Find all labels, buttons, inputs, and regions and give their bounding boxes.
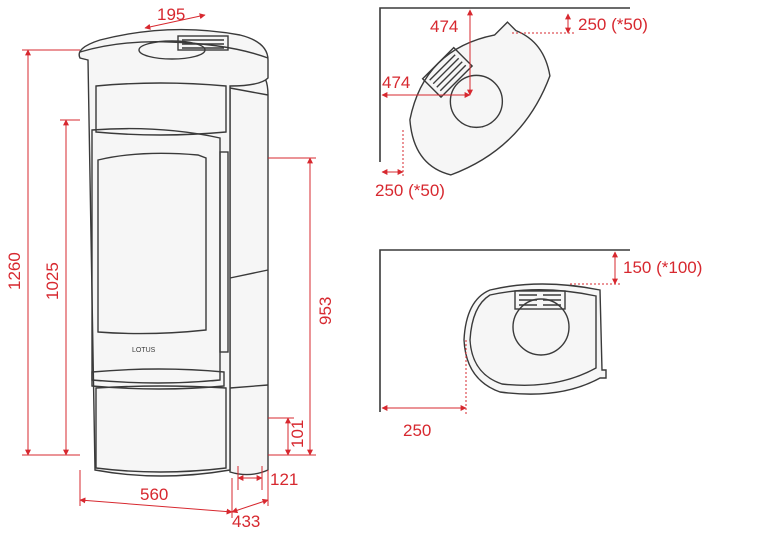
dim-corner-wall-b: 474 (382, 73, 410, 92)
wall-flue-circle (512, 298, 570, 356)
stove-top-cap (79, 41, 269, 59)
upper-panel (95, 82, 227, 136)
side-panel-seam-3 (229, 384, 269, 389)
dim-height-total: 1260 (5, 252, 24, 290)
stove-logo: LOTUS (132, 347, 156, 354)
wall-stove-outline (463, 283, 607, 395)
stove-side-panel (223, 64, 269, 476)
back-wall (379, 249, 630, 412)
wall-stove-outline-inner (469, 289, 597, 386)
dim-wall-clearance-side: 250 (403, 421, 431, 440)
corner-installation-view: 474 474 250 (*50) 250 (*50) (375, 7, 648, 200)
dim-flue-diameter: 195 (157, 5, 185, 24)
front-view-stove: LOTUS (78, 28, 269, 477)
dim-corner-clearance-top: 250 (*50) (578, 15, 648, 34)
wall-grille-slots (519, 294, 561, 306)
corner-grille (421, 46, 474, 99)
wall-installation-view: 150 (*100) 250 (379, 249, 702, 440)
dim-height-inlet: 953 (316, 297, 335, 325)
corner-grille-slots (429, 54, 467, 92)
corner-flue-circle (449, 74, 504, 129)
dim-bottom-inlet: 101 (288, 420, 307, 448)
top-grille (177, 35, 229, 51)
wall-grille (514, 290, 566, 310)
door-frame (91, 127, 221, 384)
dim-wall-clearance-back: 150 (*100) (623, 258, 702, 277)
dim-depth: 433 (232, 512, 260, 531)
dim-side-offset: 121 (270, 470, 298, 489)
door-handle (219, 151, 229, 353)
side-panel-seam-2 (229, 269, 269, 279)
dim-corner-clearance-left: 250 (*50) (375, 181, 445, 200)
dim-width: 560 (140, 485, 168, 504)
side-panel-seam-1 (229, 87, 269, 96)
corner-walls (379, 7, 630, 162)
lower-drawer (91, 368, 225, 390)
dim-corner-wall-a: 474 (430, 17, 458, 36)
door-glass (97, 152, 207, 335)
top-grille-slots (182, 39, 224, 49)
bottom-panel (95, 385, 227, 473)
front-view-dimensions: 195 1260 1025 953 101 121 560 433 (5, 5, 335, 531)
corner-stove-outline (409, 21, 551, 176)
dim-height-outlet: 1025 (43, 262, 62, 300)
